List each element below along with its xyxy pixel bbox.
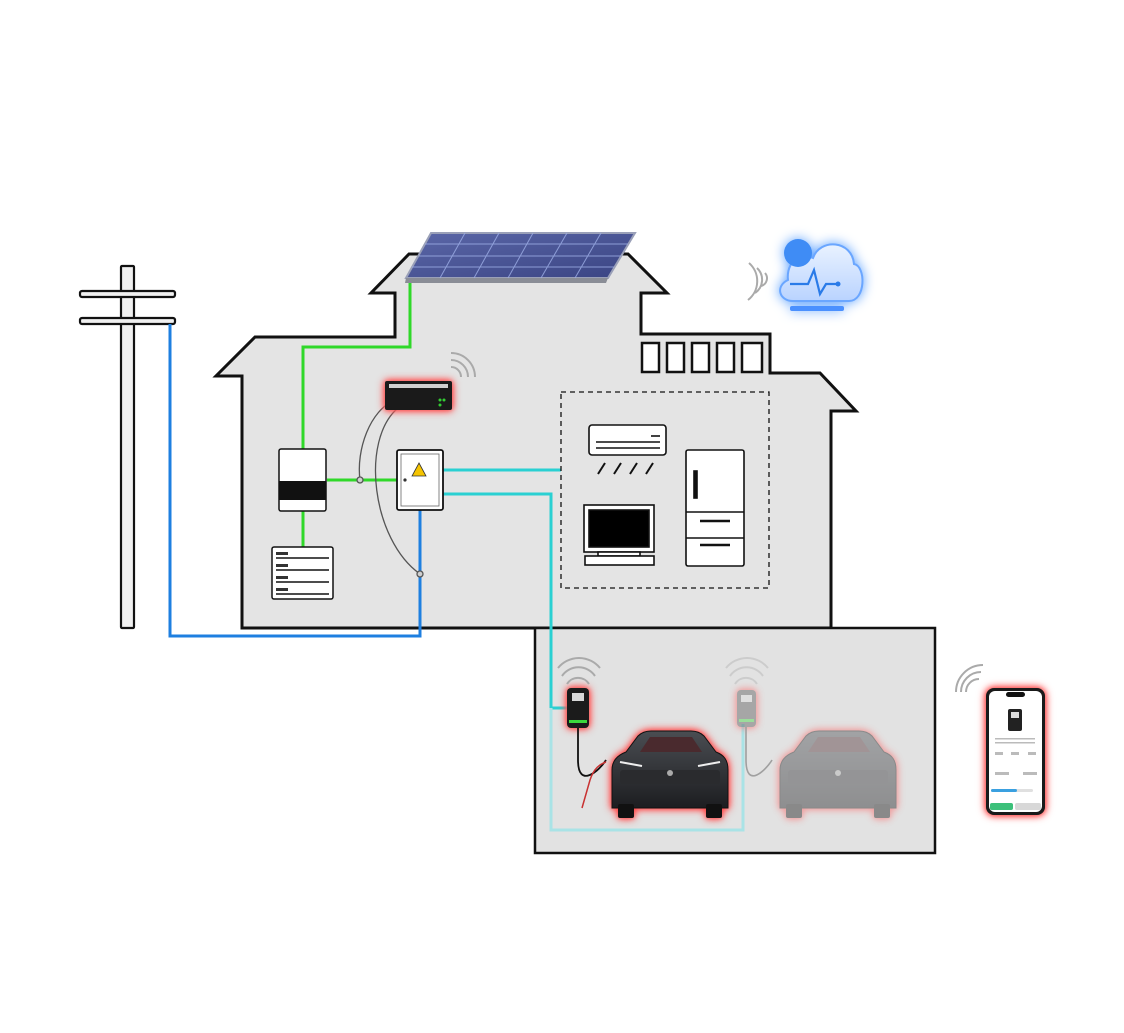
household-loads-box (560, 391, 770, 589)
utility-pole-icon (78, 264, 177, 630)
gateway-wifi-icon (450, 352, 476, 378)
cloud-monitoring-icon (779, 239, 864, 311)
charger1-connection-line (443, 492, 567, 710)
smartphone-icon (986, 688, 1045, 815)
inverter-icon (278, 448, 327, 512)
roof-vents (640, 341, 764, 374)
solar-panel-icon (404, 232, 637, 283)
charger1-wifi-icon (557, 656, 601, 685)
gateway-icon (385, 381, 452, 410)
air-conditioner-icon (588, 424, 667, 475)
monitor-icon (583, 504, 655, 566)
ev-charger-icon (737, 690, 773, 777)
refrigerator-icon (685, 449, 745, 567)
solar-connection-line (301, 283, 412, 449)
car-icon (611, 730, 729, 818)
phone-wifi-icon (955, 664, 984, 693)
ev-charger-icon (567, 688, 607, 809)
charger2-wifi-icon (725, 656, 769, 685)
cloud-wifi-icon (747, 262, 768, 301)
charger2-connection-line (549, 708, 745, 832)
car-icon (779, 730, 897, 818)
electrical-panel-icon (396, 449, 444, 511)
battery-icon (271, 546, 334, 600)
wiring (168, 283, 745, 832)
